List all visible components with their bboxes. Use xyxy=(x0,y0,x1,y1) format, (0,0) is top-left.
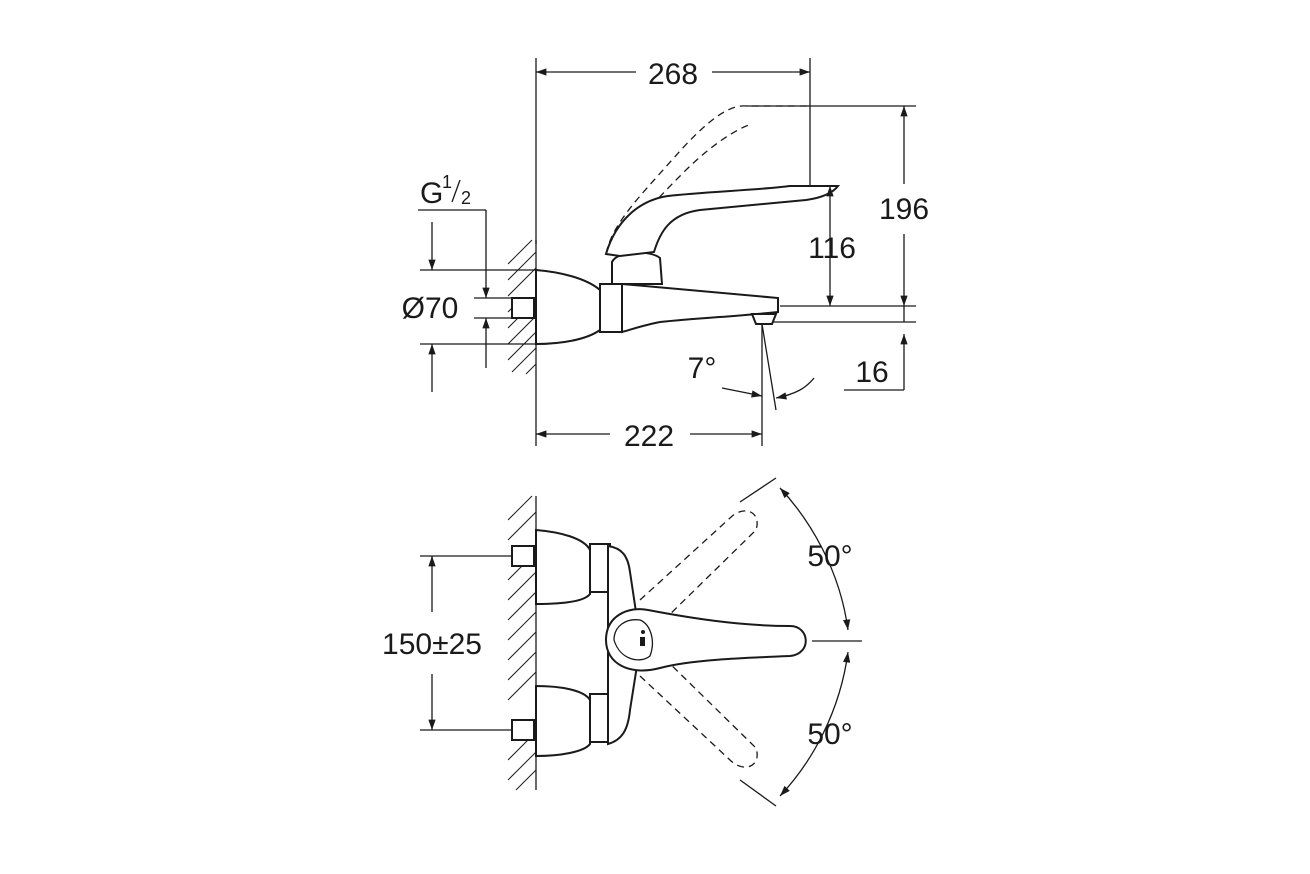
top-view: 150±25 50° 50° xyxy=(382,477,862,807)
dim-label-thread-den: 2 xyxy=(461,188,471,208)
dim-label-116: 116 xyxy=(808,232,856,265)
dim-total-height: 196 xyxy=(746,105,929,307)
dim-label-7deg: 7° xyxy=(688,352,717,385)
wall-hatching-bottom xyxy=(507,495,537,791)
dim-label-268: 268 xyxy=(648,58,698,91)
dim-label-222: 222 xyxy=(624,420,674,453)
dim-handle-height: 116 xyxy=(808,185,856,306)
handle-rotated-outline xyxy=(605,105,810,255)
dim-spout-angle: 7° xyxy=(688,323,815,446)
dim-label-196: 196 xyxy=(879,193,929,226)
dim-rosette-diameter: Ø70 xyxy=(402,222,536,392)
dim-overall-length: 268 xyxy=(535,58,811,244)
dim-label-o70: Ø70 xyxy=(402,292,459,325)
dim-label-150: 150±25 xyxy=(382,628,482,661)
mixer-body-side xyxy=(511,185,841,346)
lower-connection xyxy=(511,684,611,758)
dim-rotation-angles: 50° 50° xyxy=(739,477,862,807)
dim-center-distance: 150±25 xyxy=(382,555,512,731)
dim-label-thread-num: 1 xyxy=(442,172,452,192)
lever-handle xyxy=(604,608,807,672)
dim-label-16: 16 xyxy=(855,356,888,389)
handle-rotated-down-outline xyxy=(639,653,758,768)
upper-connection xyxy=(511,528,611,606)
handle-rotated-up-outline xyxy=(639,510,758,625)
dim-label-g-thread: G xyxy=(420,177,443,210)
side-view: 268 196 116 16 7° xyxy=(402,58,929,453)
dim-label-50-down: 50° xyxy=(807,718,852,751)
dim-spout-height: 16 xyxy=(772,306,916,391)
dim-spout-reach: 222 xyxy=(535,378,762,453)
dim-connection-thread: G 1 2 xyxy=(418,172,512,368)
dim-label-50-up: 50° xyxy=(807,540,852,573)
